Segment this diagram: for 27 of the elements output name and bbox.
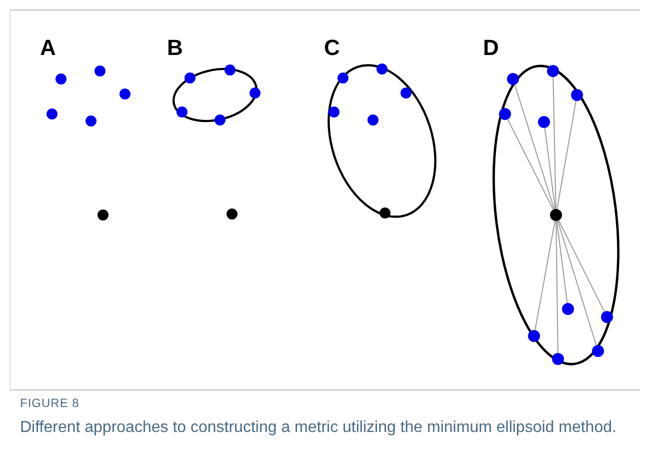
- data-point: [571, 89, 583, 101]
- data-point: [547, 65, 559, 77]
- data-point: [592, 345, 604, 357]
- connector-line: [534, 220, 556, 331]
- connector-line: [544, 127, 556, 210]
- data-point: [552, 353, 564, 365]
- data-point: [562, 303, 574, 315]
- panel-label: D: [483, 37, 499, 59]
- connector-line: [552, 76, 556, 210]
- data-point: [601, 311, 613, 323]
- panel-label: B: [167, 37, 183, 59]
- data-point: [499, 108, 511, 120]
- connector-line: [507, 118, 554, 210]
- connector-line: [556, 100, 576, 210]
- panel-label: A: [40, 37, 56, 59]
- connector-line: [556, 220, 558, 354]
- connector-line: [556, 220, 568, 304]
- data-point: [538, 116, 550, 128]
- connector-line: [558, 220, 605, 312]
- figure-number: FIGURE 8: [20, 396, 80, 410]
- connector-line: [557, 220, 597, 346]
- data-point: [528, 330, 540, 342]
- center-point: [550, 209, 562, 221]
- figure-caption: Different approaches to constructing a metric utilizing the minimum ellipsoid method.: [20, 418, 618, 438]
- data-point: [507, 73, 519, 85]
- connector-line: [514, 84, 555, 210]
- panel-label: C: [324, 37, 340, 59]
